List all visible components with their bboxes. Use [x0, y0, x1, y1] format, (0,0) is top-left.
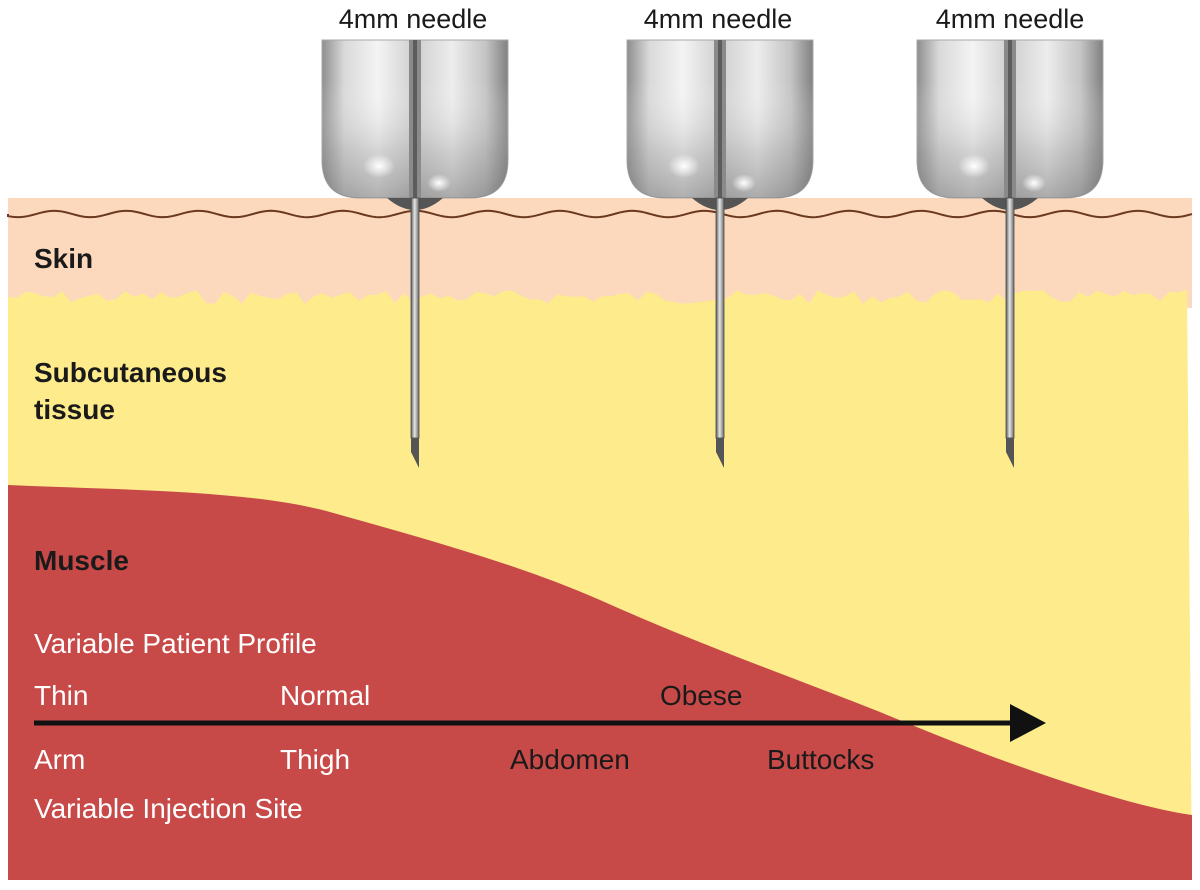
- muscle-layer: [8, 485, 1192, 880]
- skin-surface-line: [7, 209, 1193, 219]
- site-abdomen: Abdomen: [510, 744, 630, 775]
- subcutaneous-label-line1: Subcutaneous: [34, 357, 227, 388]
- needle-label-3: 4mm needle: [936, 4, 1085, 34]
- profile-normal: Normal: [280, 680, 370, 711]
- needle-3: [916, 39, 1104, 468]
- profile-thin: Thin: [34, 680, 88, 711]
- needle-1: [321, 39, 509, 468]
- site-buttocks: Buttocks: [767, 744, 874, 775]
- site-title: Variable Injection Site: [34, 793, 303, 824]
- muscle-label: Muscle: [34, 545, 129, 576]
- needle-label-2: 4mm needle: [644, 4, 793, 34]
- profile-title: Variable Patient Profile: [34, 628, 317, 659]
- needle-2: [626, 39, 814, 468]
- scale-arrow: [34, 704, 1046, 742]
- needle-label-1: 4mm needle: [339, 4, 488, 34]
- site-arm: Arm: [34, 744, 85, 775]
- site-thigh: Thigh: [280, 744, 350, 775]
- subcutaneous-label-line2: tissue: [34, 394, 115, 425]
- profile-obese: Obese: [660, 680, 743, 711]
- skin-label: Skin: [34, 243, 93, 274]
